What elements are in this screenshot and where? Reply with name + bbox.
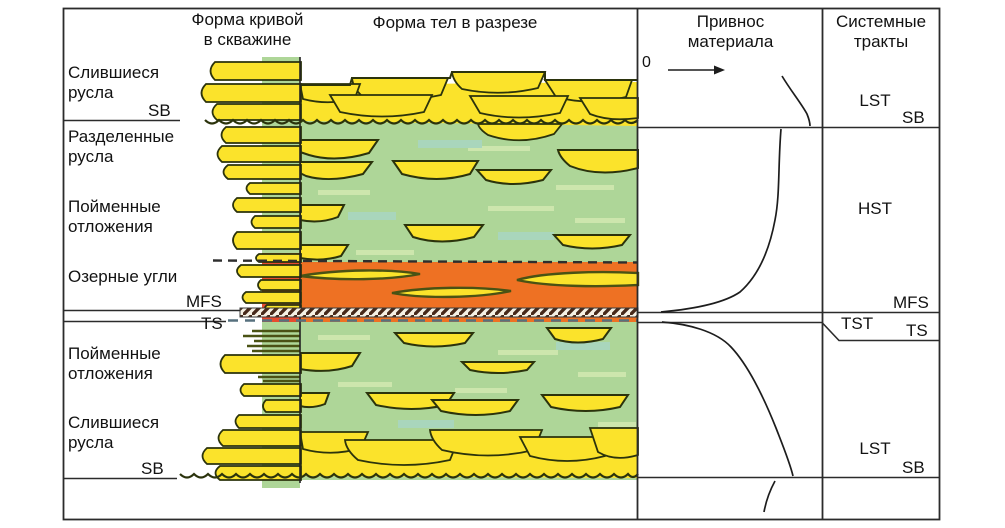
header-well-curve: Форма кривой в скважине xyxy=(191,10,304,50)
coal-top-dashed-line xyxy=(212,259,639,264)
floodplain-streaks xyxy=(318,146,636,427)
facies-label-coals: Озерные угли xyxy=(68,267,178,286)
tract-label-lst-top: LST xyxy=(859,91,891,110)
tract-label-hst: HST xyxy=(858,199,892,218)
surface-label-ts-left: TS xyxy=(201,314,223,333)
facies-label-divided: Разделенные русла xyxy=(68,127,175,167)
axis-zero-label: 0 xyxy=(642,54,651,71)
amalgamated-belt-bottom xyxy=(298,427,639,478)
axis-arrow-icon xyxy=(714,65,725,75)
surface-label-ts-right: TS xyxy=(906,321,928,340)
amalgamated-belt-top xyxy=(298,71,639,126)
table-frame xyxy=(62,7,941,521)
facies-label-merged-bottom: Слившиеся русла xyxy=(68,413,160,453)
supply-axis xyxy=(668,65,725,75)
surface-label-sb-top-left: SB xyxy=(148,101,171,120)
facies-label-floodplain-top: Пойменные отложения xyxy=(68,197,161,237)
cross-section-panel xyxy=(298,71,640,480)
tract-label-tst: TST xyxy=(841,314,874,333)
sediment-supply-curve xyxy=(660,75,811,513)
surface-label-mfs-left: MFS xyxy=(186,292,222,311)
channel-pod-below-sb xyxy=(476,123,564,142)
key-surfaces xyxy=(179,118,639,479)
mfs-hatched-band xyxy=(239,307,639,318)
surface-label-sb-bottom-right: SB xyxy=(902,458,925,477)
facies-label-merged-top: Слившиеся русла xyxy=(68,63,160,103)
sequence-boundary-wavy-top xyxy=(204,118,639,125)
channel-lenses-upper xyxy=(299,139,639,261)
surface-lines xyxy=(63,119,940,480)
floodplain-tint-patches xyxy=(348,140,610,428)
ts-right-stepped-line xyxy=(637,321,940,342)
header-tracts: Системные тракты xyxy=(835,12,927,52)
header-supply: Привнос материала xyxy=(687,12,774,52)
facies-label-floodplain-bottom: Пойменные отложения xyxy=(68,344,161,384)
header-body-shapes: Форма тел в разрезе xyxy=(372,13,538,32)
surface-label-sb-bottom-left: SB xyxy=(141,459,164,478)
surface-label-sb-top-right: SB xyxy=(902,108,925,127)
tract-label-lst-bottom: LST xyxy=(859,439,891,458)
channel-lenses-lower xyxy=(299,327,630,416)
sequence-boundary-wavy-bottom xyxy=(179,472,639,479)
log-curve-lobes xyxy=(200,61,302,481)
log-condensed-section-lines xyxy=(243,329,300,383)
well-log-track xyxy=(200,57,302,488)
surface-label-mfs-right: MFS xyxy=(893,293,929,312)
